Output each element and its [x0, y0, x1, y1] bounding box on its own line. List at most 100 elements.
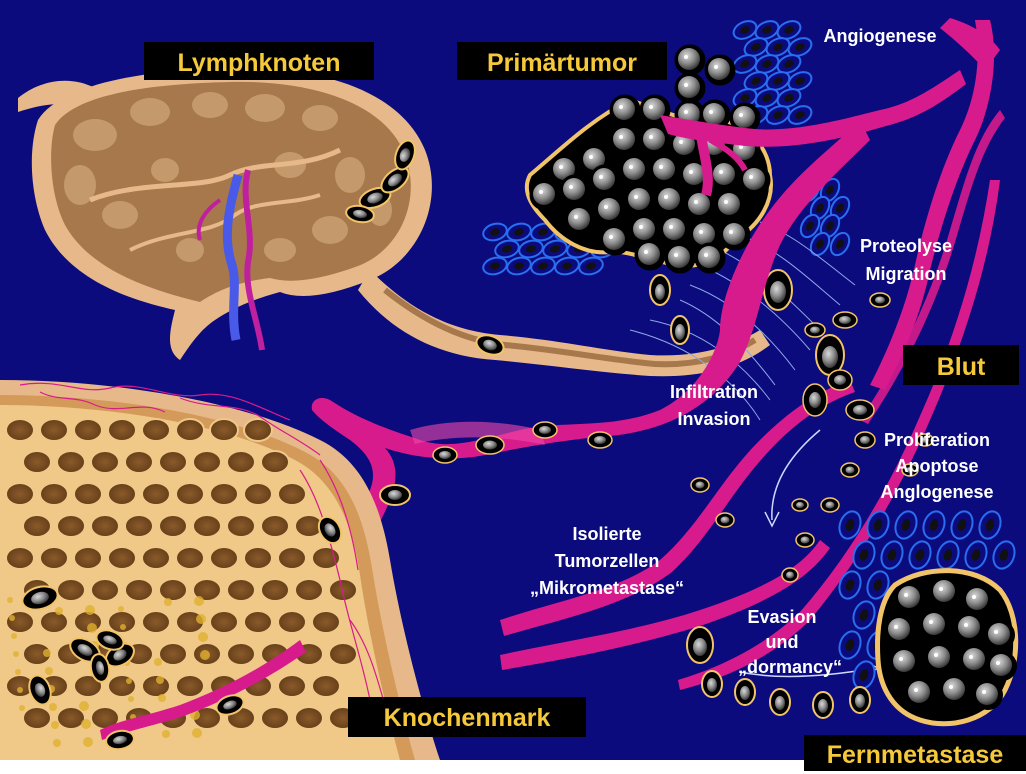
marrow-cavity [227, 515, 255, 537]
annotation-und: und [766, 632, 799, 652]
marrow-cavity [193, 515, 221, 537]
marrow-cavity [40, 547, 68, 569]
marrow-cavity [91, 579, 119, 601]
marrow-cavity [159, 451, 187, 473]
label-knochenmark: Knochenmark [384, 704, 551, 732]
marrow-cavity [108, 419, 136, 441]
marrow-cavity [125, 579, 153, 601]
marrow-cavity [125, 515, 153, 537]
marrow-cavity [125, 451, 153, 473]
marrow-cavity [142, 419, 170, 441]
marrow-cavity [295, 707, 323, 729]
marrow-cavity [261, 707, 289, 729]
tumor-cell-nucleus [668, 246, 690, 268]
marrow-cavity [278, 483, 306, 505]
annotation-apoptose: Apoptose [896, 456, 979, 476]
marrow-cavity [40, 419, 68, 441]
marrow-cavity [295, 579, 323, 601]
tumor-cell-nucleus [658, 188, 680, 210]
marrow-cavity [6, 419, 34, 441]
marrow-cavity [142, 483, 170, 505]
marrow-cavity [108, 675, 136, 697]
marrow-cavity [57, 579, 85, 601]
tumor-cell-nucleus [733, 106, 755, 128]
marrow-cavity [91, 515, 119, 537]
marrow-cavity [108, 483, 136, 505]
marrow-cavity [74, 483, 102, 505]
marrow-cavity [176, 483, 204, 505]
marrow-cavity [23, 451, 51, 473]
annotation-isolierte: Isolierte [572, 524, 641, 544]
marrow-cavity [142, 547, 170, 569]
marrow-cavity [261, 515, 289, 537]
annotation-evasion: Evasion [747, 607, 816, 627]
tumor-cell-nucleus [708, 58, 730, 80]
marrow-cavity [6, 483, 34, 505]
label-blut: Blut [937, 353, 986, 381]
tumor-cell-nucleus [743, 168, 765, 190]
marrow-cavity [210, 419, 238, 441]
tumor-cell-nucleus [713, 163, 735, 185]
marrow-cavity [278, 611, 306, 633]
marrow-cavity [57, 515, 85, 537]
marrow-cavity [278, 675, 306, 697]
marrow-cavity [278, 547, 306, 569]
marrow-cavity [176, 419, 204, 441]
marrow-cavity [244, 611, 272, 633]
marrow-cavity [329, 579, 357, 601]
marrow-cavity [6, 611, 34, 633]
marrow-cavity [142, 675, 170, 697]
tumor-cell-nucleus [598, 198, 620, 220]
marrow-cavity [23, 707, 51, 729]
annotation-tumorzellen: Tumorzellen [555, 551, 660, 571]
marrow-cavity [6, 547, 34, 569]
marrow-cavity [261, 451, 289, 473]
annotation-angiogenese: Angiogenese [823, 26, 936, 46]
tumor-cell-nucleus [593, 168, 615, 190]
marrow-cavity [210, 483, 238, 505]
tumor-cell-nucleus [563, 178, 585, 200]
tumor-cell-nucleus [603, 228, 625, 250]
marrow-cavity [193, 451, 221, 473]
marrow-cavity [57, 707, 85, 729]
tumor-cell-nucleus [638, 243, 660, 265]
marrow-cavity [227, 643, 255, 665]
label-primaertumor: Primärtumor [487, 49, 637, 77]
marrow-cavity [227, 451, 255, 473]
marrow-cavity [74, 419, 102, 441]
annotation-infiltration: Infiltration [670, 382, 758, 402]
marrow-cavity [210, 547, 238, 569]
tumor-cell-nucleus [628, 188, 650, 210]
marrow-cavity [159, 643, 187, 665]
marrow-cavity [329, 643, 357, 665]
annotation-mikrometastase: „Mikrometastase“ [530, 578, 684, 598]
tumor-cell-nucleus [623, 158, 645, 180]
tumor-cell-nucleus [533, 183, 555, 205]
marrow-cavity [176, 675, 204, 697]
marrow-cavity [74, 547, 102, 569]
marrow-cavity [91, 451, 119, 473]
tumor-cell-nucleus [718, 193, 740, 215]
tumor-cell-nucleus [688, 193, 710, 215]
marrow-cavity [57, 451, 85, 473]
tumor-cell-nucleus [613, 128, 635, 150]
marrow-cavity [159, 579, 187, 601]
marrow-cavity [108, 547, 136, 569]
marrow-cavity [23, 515, 51, 537]
tumor-cell-nucleus [703, 103, 725, 125]
annotation-angiogenese-2: Anglogenese [880, 482, 993, 502]
tumor-cell-nucleus [678, 76, 700, 98]
label-lymphknoten: Lymphknoten [178, 49, 341, 77]
marrow-cavity [244, 483, 272, 505]
tumor-cell-nucleus [663, 218, 685, 240]
annotation-proliferation: Proliferation [884, 430, 990, 450]
marrow-cavity [40, 483, 68, 505]
tumor-cell-nucleus [633, 218, 655, 240]
tumor-cell-nucleus [678, 48, 700, 70]
annotation-proteolyse: Proteolyse [860, 236, 952, 256]
tumor-cell-nucleus [568, 208, 590, 230]
tumor-cell-nucleus [698, 246, 720, 268]
marrow-cavity [142, 611, 170, 633]
tumor-cell-nucleus [693, 223, 715, 245]
